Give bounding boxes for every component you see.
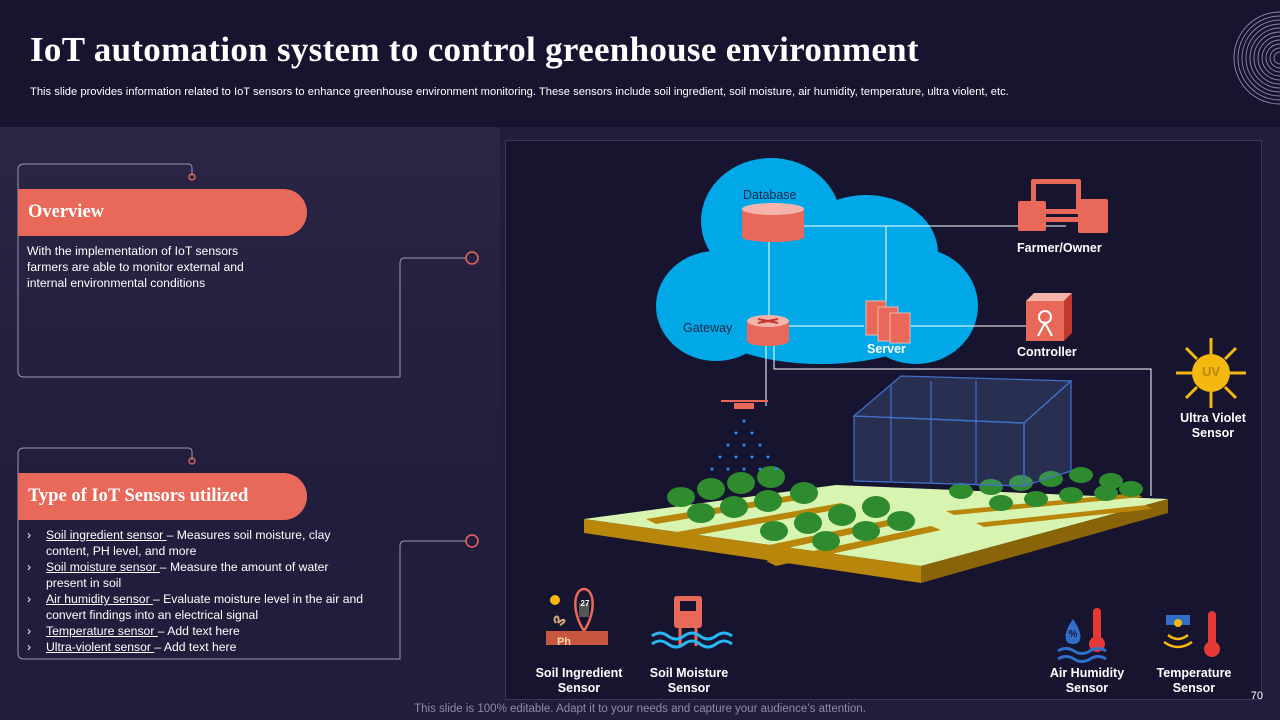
soil-ingredient-icon [546, 587, 608, 645]
soil-ingredient-sensor-label: Soil Ingredient Sensor [529, 666, 629, 696]
gateway-label: Gateway [683, 321, 733, 335]
soil-moisture-sensor-label: Soil Moisture Sensor [639, 666, 739, 696]
uv-sensor-label-line1: Ultra Violet [1180, 411, 1246, 425]
sensor-name-link[interactable]: Soil moisture sensor [46, 560, 160, 574]
sensor-name-link[interactable]: Temperature sensor [46, 624, 158, 638]
bullet-arrow-icon: › [27, 592, 32, 606]
uv-badge-text: UV [1201, 364, 1221, 379]
server-label: Server [867, 342, 906, 356]
air-humidity-sensor-label: Air Humidity Sensor [1037, 666, 1137, 696]
ph-text: Ph [556, 636, 572, 648]
sensor-name-link[interactable]: Air humidity sensor [46, 592, 154, 606]
frame-node-dot [465, 251, 479, 265]
sensor-list-item: › Air humidity sensor – Evaluate moisture… [27, 591, 372, 623]
sensor-label-line2: Sensor [1172, 681, 1216, 695]
frame-node-dot [465, 534, 479, 548]
computer-devices-icon [1018, 179, 1108, 233]
farmer-owner-label: Farmer/Owner [1017, 241, 1102, 255]
controller-label: Controller [1017, 345, 1077, 359]
temperature-icon [1163, 611, 1220, 657]
frame-node-dot [188, 457, 196, 465]
iot-diagram-panel: Database Gateway Server Farmer/Owner Con… [505, 140, 1262, 700]
soil-moisture-icon [651, 596, 733, 649]
concentric-rings-decoration [1233, 11, 1280, 105]
greenhouse-structure [852, 375, 1073, 487]
sensor-list-item: › Temperature sensor – Add text here [27, 623, 372, 639]
air-humidity-icon [1057, 608, 1107, 663]
sensor-list-item: › Soil moisture sensor – Measure the amou… [27, 559, 372, 591]
sensor-list: › Soil ingredient sensor – Measures soil … [27, 527, 372, 655]
left-frame-lines [17, 163, 479, 660]
sensor-description: – Measures soil moisture, clay content, … [46, 528, 331, 558]
sensor-label-line1: Soil Ingredient [535, 666, 623, 680]
overview-text: With the implementation of IoT sensors f… [27, 244, 244, 290]
slide-subtitle: This slide provides information related … [30, 86, 1009, 98]
sensor-label-line1: Air Humidity [1049, 666, 1125, 680]
footer-note: This slide is 100% editable. Adapt it to… [414, 703, 866, 715]
iot-diagram-graphic [546, 158, 1246, 663]
sensor-description: – Add text here [157, 624, 240, 638]
database-label: Database [743, 188, 797, 202]
uv-sensor-label: Ultra Violet Sensor [1173, 411, 1253, 441]
sensor-name-link[interactable]: Ultra-violent sensor [46, 640, 155, 654]
humidity-percent-text: % [1068, 629, 1078, 640]
soil-gauge-text: 27 [580, 599, 590, 608]
bullet-arrow-icon: › [27, 560, 32, 574]
sensor-label-line2: Sensor [1065, 681, 1109, 695]
sensor-label-line2: Sensor [667, 681, 711, 695]
overview-heading: Overview [18, 189, 307, 236]
sensor-description: – Evaluate moisture level in the air and… [46, 592, 364, 622]
sensor-label-line2: Sensor [557, 681, 601, 695]
sensor-label-line1: Soil Moisture [649, 666, 729, 680]
header-bar: IoT automation system to control greenho… [0, 0, 1280, 127]
sensors-heading: Type of IoT Sensors utilized [18, 473, 307, 520]
sensor-list-item: › Soil ingredient sensor – Measures soil … [27, 527, 372, 559]
sensor-list-item: › Ultra-violent sensor – Add text here [27, 639, 372, 655]
bullet-arrow-icon: › [27, 528, 32, 542]
gateway-router-icon [747, 315, 789, 346]
uv-sun-icon [1176, 338, 1246, 408]
sensor-label-line1: Temperature [1156, 666, 1232, 680]
bullet-arrow-icon: › [27, 624, 32, 638]
sensor-description: – Add text here [154, 640, 237, 654]
sprinkler-drone-icon [710, 400, 778, 471]
sensor-name-link[interactable]: Soil ingredient sensor [46, 528, 167, 542]
uv-sensor-label-line2: Sensor [1191, 426, 1235, 440]
database-icon [742, 203, 804, 242]
greenhouse-field [584, 466, 1168, 583]
controller-box-icon [1026, 293, 1072, 341]
page-number: 70 [1250, 690, 1263, 702]
temperature-sensor-label: Temperature Sensor [1144, 666, 1244, 696]
bullet-arrow-icon: › [27, 640, 32, 654]
sensor-description: – Measure the amount of water present in… [46, 560, 329, 590]
frame-node-dot [188, 173, 196, 181]
server-icon [865, 300, 911, 344]
slide-title: IoT automation system to control greenho… [30, 30, 919, 69]
